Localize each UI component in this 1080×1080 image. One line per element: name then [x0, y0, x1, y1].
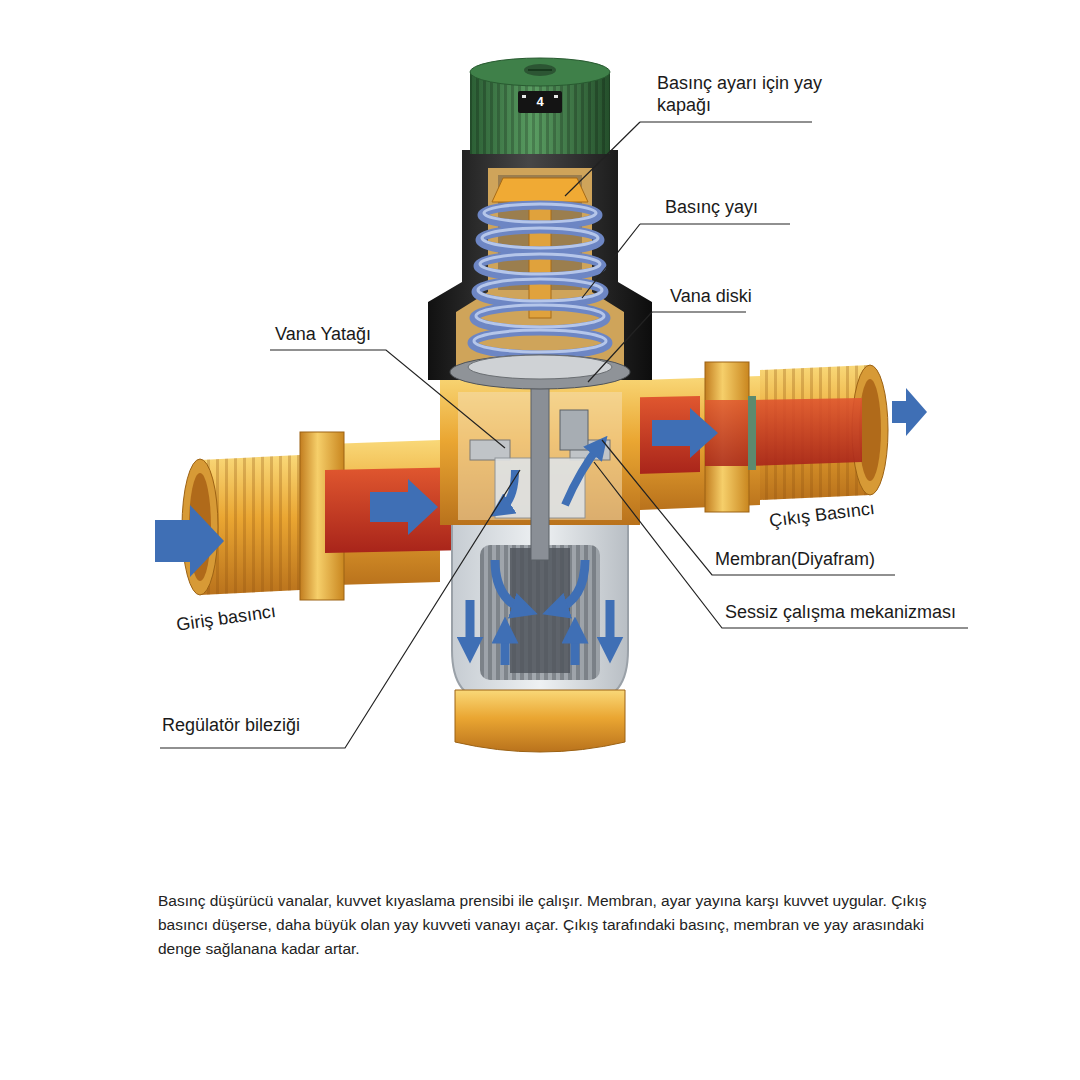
lower-bowl: [455, 690, 625, 752]
leader-line: [565, 122, 812, 196]
pressure-spring: [472, 205, 608, 355]
valve-body: [440, 372, 640, 560]
part-label: Vana Yatağı: [275, 323, 475, 345]
valve-body: [470, 440, 510, 460]
pressure-spring: [478, 255, 602, 277]
leader-line: [160, 122, 968, 748]
flow-arrow: [155, 388, 927, 577]
spring-highlight: [474, 330, 606, 352]
adjust-knob: [470, 58, 610, 86]
part-label: Basınç ayarı için yay kapağı: [657, 72, 832, 116]
spring-highlight: [476, 305, 604, 327]
dial-number: 4: [518, 92, 562, 112]
dial-number: 4: [518, 92, 562, 112]
spring-highlight: [478, 279, 602, 301]
spring-cap: [492, 178, 588, 202]
valve-body: [560, 410, 588, 450]
lower-bowl: [571, 630, 580, 665]
valve-body: [531, 380, 549, 560]
part-label: Regülatör bileziği: [162, 714, 382, 736]
pressure-spring: [474, 306, 606, 330]
valve-disc: [468, 355, 612, 379]
adjust-knob: [554, 95, 558, 98]
part-label: Vana diski: [670, 285, 870, 307]
adjust-knob: [518, 91, 562, 113]
part-label: Basınç yayı: [665, 196, 865, 218]
lower-bowl: [555, 560, 585, 610]
part-label: Sessiz çalışma mekanizması: [725, 601, 1025, 623]
part-label: Regülatör bileziği: [162, 714, 382, 736]
valve-disc: [450, 355, 630, 389]
leader-line: [160, 470, 520, 748]
spring-highlight: [484, 204, 596, 222]
flow-arrow: [892, 388, 927, 436]
bonnet: [428, 150, 652, 380]
leader-line: [588, 312, 746, 382]
outlet-pipe: [859, 379, 881, 481]
flow-arrow: [652, 408, 718, 458]
outlet-pipe: [748, 396, 756, 470]
pressure-spring: [482, 205, 598, 225]
adjust-knob: [522, 95, 526, 98]
bonnet: [456, 168, 624, 376]
spring-highlight: [482, 228, 598, 248]
lower-bowl: [495, 560, 525, 610]
caption-text: Basınç düşürücü vanalar, kuvvet kıyaslam…: [158, 889, 938, 961]
spring-highlight: [480, 254, 600, 274]
adjust-knob: [470, 58, 610, 154]
lower-bowl: [501, 630, 510, 665]
leader-line: [270, 350, 505, 448]
part-label: Membran(Diyafram): [715, 548, 965, 570]
part-label: Vana diski: [670, 285, 870, 307]
part-label: Vana Yatağı: [275, 323, 475, 345]
pressure-spring: [472, 331, 608, 355]
lower-bowl: [480, 545, 600, 680]
flow-arrow: [370, 479, 438, 535]
valve-disc: [450, 355, 630, 389]
part-label: Membran(Diyafram): [715, 548, 965, 570]
adjust-knob: [528, 69, 552, 71]
adjust-knob: [524, 64, 556, 76]
part-label: Basınç yayı: [665, 196, 865, 218]
lower-bowl: [606, 600, 615, 650]
outlet-pipe: [605, 362, 888, 512]
bonnet: [428, 150, 652, 380]
inlet-pipe: [182, 432, 470, 600]
flow-arrow: [155, 505, 224, 577]
part-label: Sessiz çalışma mekanizması: [725, 601, 1025, 623]
valve-body: [565, 445, 600, 505]
part-label: Basınç ayarı için yay kapağı: [657, 72, 832, 116]
lower-bowl: [466, 600, 475, 650]
pressure-spring: [476, 280, 604, 304]
pressure-spring: [480, 229, 600, 251]
caption-box: Basınç düşürücü vanalar, kuvvet kıyaslam…: [158, 889, 938, 961]
spring-highlight: [474, 204, 606, 352]
outlet-pipe: [749, 398, 862, 466]
